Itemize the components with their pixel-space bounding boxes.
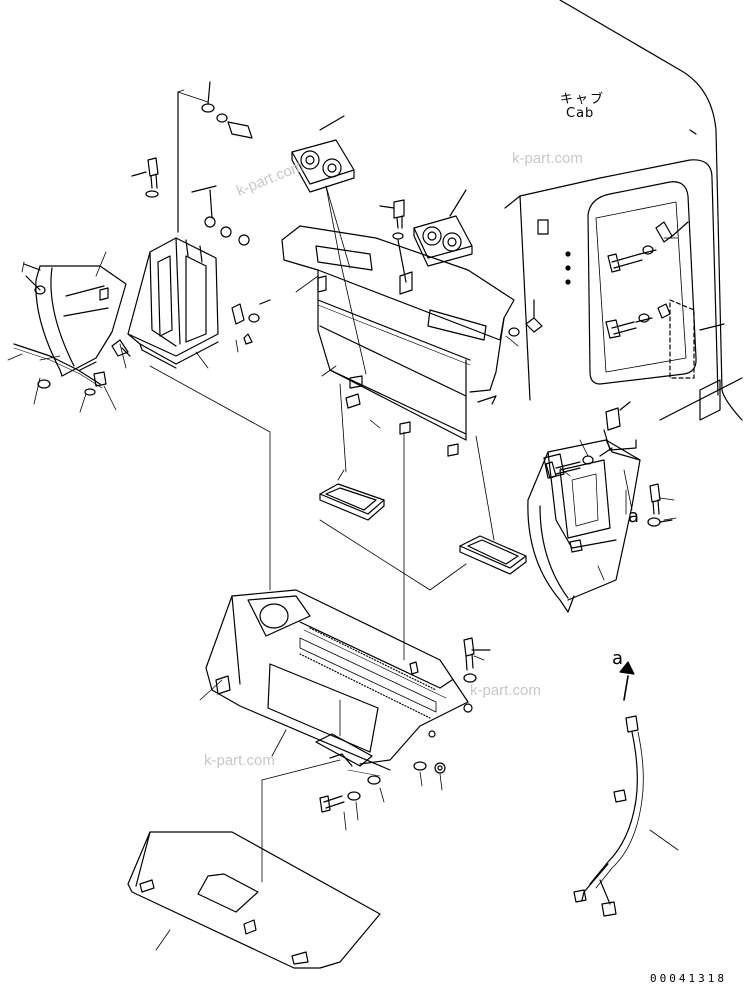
left-side-cover bbox=[23, 263, 127, 377]
gasket-right bbox=[459, 535, 527, 575]
left-bracket bbox=[127, 185, 250, 369]
housing-fasteners bbox=[319, 637, 491, 813]
cab-outline bbox=[504, 0, 743, 421]
left-wire-harness bbox=[13, 343, 107, 396]
duct-housing bbox=[205, 589, 473, 771]
bottom-cover-plate bbox=[127, 831, 381, 969]
watermark: k-part.com bbox=[512, 150, 583, 167]
left-bolts bbox=[111, 81, 271, 357]
drawing-number: 00041318 bbox=[650, 972, 727, 985]
duct-cover-panel bbox=[281, 225, 515, 457]
cab-label-japanese: キャブ bbox=[560, 92, 606, 107]
watermark: k-part.com bbox=[204, 752, 275, 769]
connection-mark-a-harness: a bbox=[612, 648, 624, 669]
cab-bolt-lower bbox=[605, 303, 671, 339]
connection-mark-a-panel: a bbox=[628, 506, 640, 527]
cab-label-english: Cab bbox=[566, 106, 595, 121]
watermark: k-part.com bbox=[470, 682, 541, 699]
gasket-left bbox=[319, 483, 385, 521]
fan-unit-right bbox=[413, 189, 473, 267]
right-side-panel bbox=[527, 401, 641, 613]
leader-lines bbox=[149, 89, 633, 883]
duct-panel-bolts bbox=[379, 199, 543, 337]
cab-bolt-upper bbox=[607, 221, 689, 273]
fan-unit-left bbox=[291, 115, 355, 193]
wire-harness bbox=[573, 661, 644, 917]
callout-leaders bbox=[7, 237, 679, 951]
